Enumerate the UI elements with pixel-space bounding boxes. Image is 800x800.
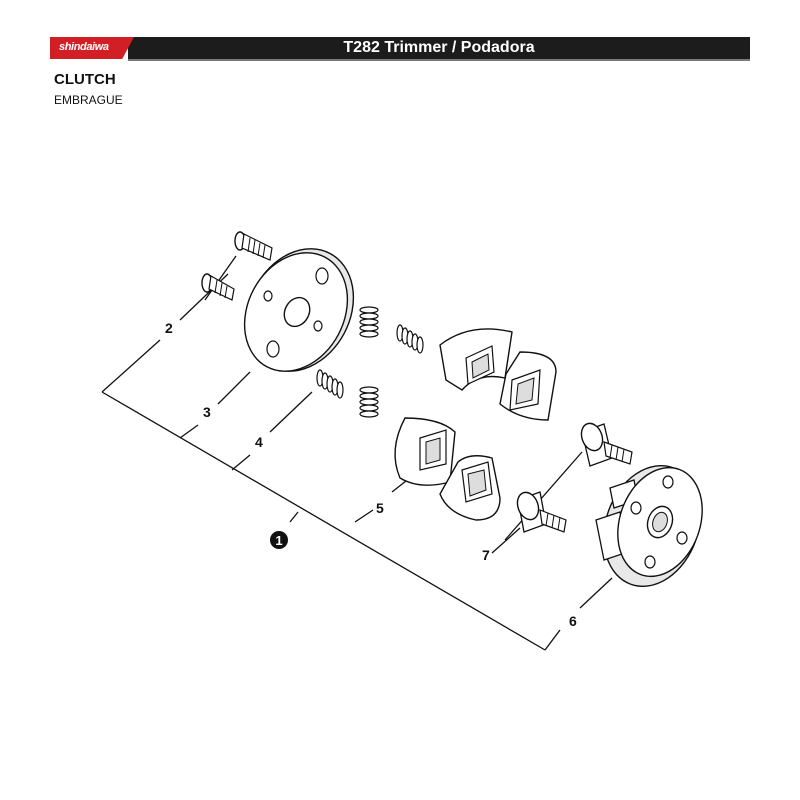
leader-2c [204,255,237,301]
flat-screw-upper [234,231,273,261]
clutch-shoe-top-right [499,351,557,421]
clutch-shoe-top-left [439,328,513,391]
callout-4: 4 [255,434,263,450]
callout-3: 3 [203,404,211,420]
clutch-shoe-bottom-left [394,417,456,486]
page-title: T282 Trimmer / Podadora [343,39,535,56]
socket-bolt-lower [516,491,567,533]
spring-4 [359,386,379,418]
title-bar: T282 Trimmer / Podadora [128,37,750,59]
leader-1a [289,511,299,523]
clutch-plate [243,248,355,372]
leader-6b [579,577,613,609]
section-subtitle: EMBRAGUE [54,93,123,107]
leader-6a [544,629,561,651]
leader-4b [269,391,313,433]
brand-logo: shindaiwa [50,37,134,59]
leader-lines [101,255,613,651]
spring-2 [396,324,424,354]
callout-7: 7 [482,547,490,563]
leader-7b [504,451,583,541]
socket-bolt-upper [580,422,633,467]
leader-3b [217,371,251,405]
spring-1 [359,306,379,338]
clutch-shoe-bottom-right [439,455,501,521]
leader-4a [231,454,251,471]
callout-5: 5 [376,500,384,516]
leader-2a [101,339,161,393]
callout-6: 6 [569,613,577,629]
spring-3 [316,369,344,399]
title-rule [128,59,750,61]
leader-7a [491,527,521,554]
header-bar: T282 Trimmer / Podadora shindaiwa [50,37,750,61]
callout-1: 1 [275,533,282,548]
leader-baseline [101,391,546,651]
callout-2: 2 [165,320,173,336]
section-title: CLUTCH [54,71,116,88]
brand-logo-text: shindaiwa [59,41,109,53]
leader-3a [179,424,199,439]
clutch-hub [595,464,703,588]
callout-1-badge: 1 [270,531,288,549]
leader-5a [354,509,374,523]
flat-screw-lower [201,273,235,301]
